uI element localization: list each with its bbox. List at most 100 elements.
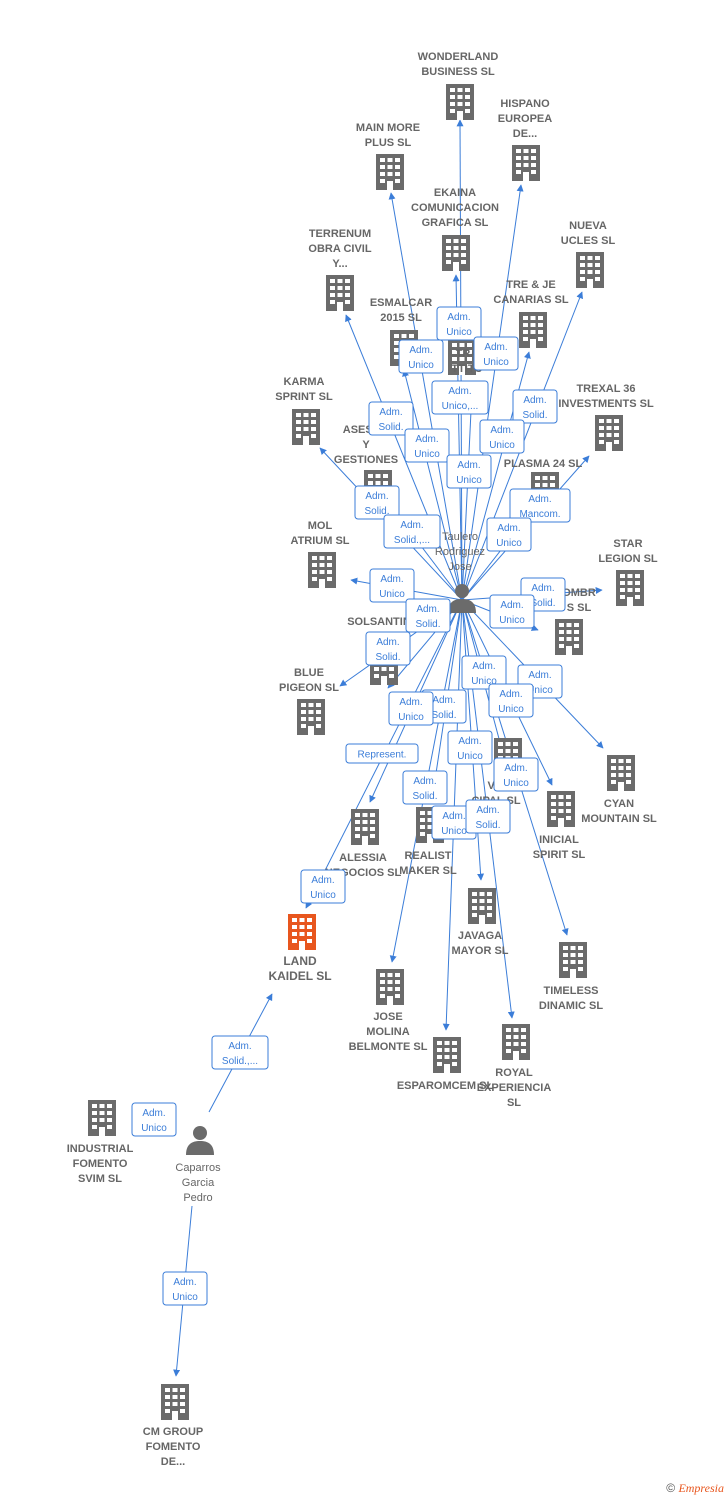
relation-badge[interactable]: Adm.Unico xyxy=(479,419,525,454)
relation-badge[interactable]: Adm.Unico xyxy=(489,594,535,629)
relation-badge[interactable]: Adm.Unico xyxy=(369,568,415,603)
node-label-line: SOLSANTIN xyxy=(347,616,411,628)
relation-badge[interactable]: Adm.Unico xyxy=(300,869,346,904)
relation-badge[interactable]: Adm.Unico xyxy=(446,454,492,489)
relation-badge[interactable]: Adm.Solid.,... xyxy=(211,1035,269,1070)
company-node-cmgroup[interactable]: CM GROUPFOMENTODE... xyxy=(143,1384,204,1468)
node-label-line: ROYAL xyxy=(495,1067,533,1079)
node-label-line: Caparros xyxy=(175,1162,221,1174)
relation-badge[interactable]: Adm.Unico xyxy=(431,805,477,840)
badge-box xyxy=(512,389,558,424)
badge-label-line: Unico xyxy=(498,704,524,715)
node-label-line: EXPERIENCIA xyxy=(477,1082,552,1094)
badge-label-line: Solid. xyxy=(364,506,389,517)
badge-label-line: Unico xyxy=(408,360,434,371)
relation-badge[interactable]: Adm.Unico xyxy=(493,757,539,792)
badge-box xyxy=(388,691,434,726)
relation-badge[interactable]: Adm.Unico xyxy=(404,428,450,463)
relation-badge[interactable]: Represent. xyxy=(345,743,419,764)
relation-badge[interactable]: Adm.Unico xyxy=(447,730,493,765)
badge-box xyxy=(509,488,571,523)
relation-badge[interactable]: Adm.Solid. xyxy=(368,401,414,436)
edge-taulero-mainmore xyxy=(388,192,463,601)
company-node-plasma[interactable]: PLASMA 24 SL xyxy=(504,458,583,508)
relation-badge[interactable]: Adm.Unico xyxy=(461,655,507,690)
badge-label-line: Unico xyxy=(503,778,529,789)
relation-badge[interactable]: Adm.Unico xyxy=(473,336,519,371)
building-icon xyxy=(376,969,404,1005)
company-node-esparom[interactable]: ESPAROMCEM SL xyxy=(397,1037,494,1092)
node-label-line: KAIDEL SL xyxy=(268,969,331,983)
company-node-hispano[interactable]: HISPANOEUROPEADE... xyxy=(498,98,552,181)
relation-badge[interactable]: Adm.Solid. xyxy=(365,631,411,666)
badge-label-line: Adm. xyxy=(447,312,470,323)
relation-badge[interactable]: Adm.Unico xyxy=(162,1271,208,1306)
relation-badge[interactable]: Adm.Solid. xyxy=(354,485,400,520)
relation-badge[interactable]: Adm.Unico xyxy=(131,1102,177,1137)
relation-badge[interactable]: Adm.Unico xyxy=(486,517,532,552)
badge-box xyxy=(465,799,511,834)
badge-label-line: Adm. xyxy=(497,523,520,534)
relation-badge[interactable]: Adm.Solid. xyxy=(405,598,451,633)
relation-badge[interactable]: Adm.Mancom. xyxy=(509,488,571,523)
badge-label-line: Adm. xyxy=(442,811,465,822)
node-label-line: PLUS SL xyxy=(365,137,412,149)
badge-box xyxy=(486,517,532,552)
relation-badge[interactable]: Adm.Solid. xyxy=(402,770,448,805)
node-label-line: EKAINA xyxy=(434,187,476,199)
node-label-line: FOMENTO xyxy=(73,1158,128,1170)
node-label-line: STAR xyxy=(613,538,642,550)
badge-label-line: Unico xyxy=(379,589,405,600)
badge-box xyxy=(402,770,448,805)
node-label-line: CANARIAS SL xyxy=(493,294,568,306)
relation-badge[interactable]: Adm.Solid. xyxy=(465,799,511,834)
node-label-line: TERRENUM xyxy=(309,228,371,240)
building-icon xyxy=(351,809,379,845)
relation-badge[interactable]: Adm.Solid. xyxy=(512,389,558,424)
building-icon xyxy=(547,791,575,827)
badge-box xyxy=(365,631,411,666)
relation-badge[interactable]: Adm.Solid.,... xyxy=(383,514,441,549)
footer-credit[interactable]: © Empresia xyxy=(666,1481,724,1496)
relation-badge[interactable]: Adm.Unico xyxy=(388,691,434,726)
badge-box xyxy=(211,1035,269,1070)
building-icon xyxy=(442,235,470,271)
relation-badge[interactable]: Adm.Unico xyxy=(488,683,534,718)
badge-box xyxy=(461,655,507,690)
building-icon xyxy=(519,312,547,348)
badge-box xyxy=(479,419,525,454)
node-label-line: CM GROUP xyxy=(143,1426,204,1438)
node-label-line: GESTIONES xyxy=(334,454,398,466)
brand-logo-text: Empresia xyxy=(678,1481,724,1495)
relation-badge[interactable]: Adm.Unico xyxy=(398,339,444,374)
building-icon xyxy=(576,252,604,288)
relation-badge[interactable]: Adm.Unico,... xyxy=(431,380,489,415)
relation-badge[interactable]: Adm.Unico xyxy=(436,306,482,341)
building-icon xyxy=(446,84,474,120)
